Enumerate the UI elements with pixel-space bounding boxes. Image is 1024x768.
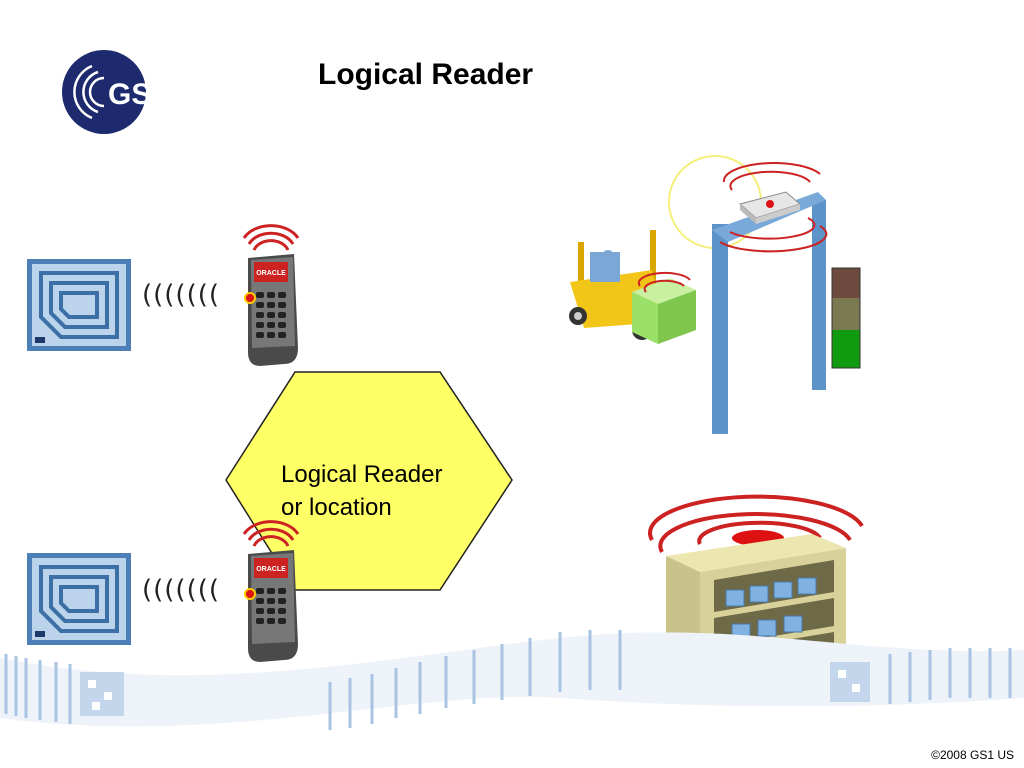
gs1-logo: GS1 bbox=[62, 50, 168, 134]
copyright-notice: ©2008 GS1 US bbox=[931, 748, 1014, 762]
hexagon-label-line2: or location bbox=[281, 494, 392, 521]
rfid-tag-top bbox=[27, 259, 131, 351]
signal-wave-bottom-icon: ((((((( bbox=[142, 575, 221, 605]
slide-title: Logical Reader bbox=[318, 58, 534, 91]
barcode-banner-decoration bbox=[0, 630, 1024, 730]
logical-reader-hexagon bbox=[225, 371, 513, 591]
signal-wave-top-icon: ((((((( bbox=[142, 280, 221, 310]
handheld-reader-top: ORACLE bbox=[242, 224, 300, 366]
hexagon-label: Logical Reader or location bbox=[281, 458, 442, 524]
handheld-reader-bottom: ORACLE bbox=[242, 520, 300, 662]
handheld-brand-top: ORACLE bbox=[256, 270, 286, 277]
rfid-tag-bottom bbox=[27, 553, 131, 645]
portal-reader-scene bbox=[569, 155, 861, 434]
handheld-brand-bottom: ORACLE bbox=[256, 566, 286, 573]
gs1-logo-text: GS1 bbox=[108, 78, 168, 111]
hexagon-label-line1: Logical Reader bbox=[281, 461, 443, 488]
